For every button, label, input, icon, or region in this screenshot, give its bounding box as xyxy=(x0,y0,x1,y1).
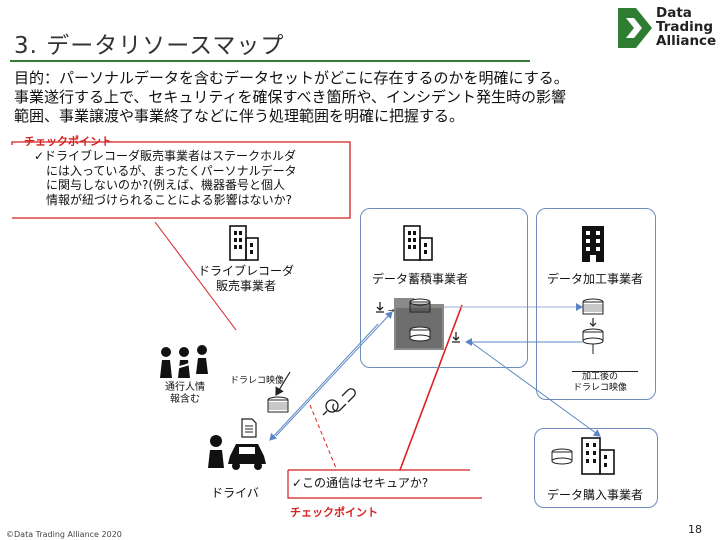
storage-folder-icon: → xyxy=(376,298,460,350)
search-link-icon xyxy=(322,388,356,416)
checkpoint-top-line-3: に関与しないのか?(例えば、機器番号と個人 xyxy=(46,178,286,192)
logo-line-2: Trading xyxy=(656,19,714,35)
checkpoint-top-line-1: ✓ドライブレコーダ販売事業者はステークホルダ xyxy=(34,149,297,163)
checkpoint-top-label: チェックポイント xyxy=(24,135,112,148)
pedestrian-label: 通行人情 報含む xyxy=(160,382,210,406)
purpose-text: 目的：パーソナルデータを含むデータセットがどこに存在するのかを明確にする。 事業… xyxy=(14,69,704,126)
processed-video-line-2: ドラレコ映像 xyxy=(572,383,627,393)
checkpoint-bottom-leader xyxy=(309,404,337,469)
driver-car-icon xyxy=(208,435,266,470)
buyer-label: データ購入事業者 xyxy=(546,488,643,502)
processed-video-rule xyxy=(572,371,638,372)
logo-line-3: Alliance xyxy=(656,33,717,49)
vendor-label-line-1: ドライブレコーダ xyxy=(197,264,294,278)
checkpoint-top-frame xyxy=(11,141,351,219)
storage-business-box xyxy=(360,208,528,368)
processed-video-label: 加工後の ドラレコ映像 xyxy=(560,372,640,394)
svg-text:→: → xyxy=(388,306,395,315)
purpose-line-3: 範囲、事業譲渡や事業終了などに伴う処理範囲を明確に把握する。 xyxy=(14,107,465,125)
vendor-building-icon xyxy=(229,225,259,261)
recorder-video-label: ドラレコ映像 xyxy=(229,376,284,386)
checkpoint-top-leader xyxy=(154,221,237,331)
pedestrians-icon xyxy=(160,345,208,378)
checkpoint-bottom-frame xyxy=(287,470,482,499)
checkpoint-bottom-text: ✓この通信はセキュアか? xyxy=(292,476,429,490)
purpose-line-2: 事業遂行する上で、セキュリティを確保すべき箇所や、インシデント発生時の影響 xyxy=(14,88,567,106)
checkpoint-diagonal xyxy=(399,304,463,471)
pedestrian-label-line-2: 報含む xyxy=(170,394,200,405)
dta-logo-icon xyxy=(618,8,652,48)
logo-line-1: Data xyxy=(656,5,692,21)
checkpoint-top-line-2: には入っているが、まったくパーソナルデータ xyxy=(46,163,297,178)
storage-building-icon xyxy=(403,225,433,261)
processor-database-icon xyxy=(582,298,604,354)
arrow-storage-to-buyer xyxy=(467,339,601,437)
driver-label: ドライバ xyxy=(211,486,259,500)
dta-logo-text: Data Trading Alliance xyxy=(656,6,716,48)
page-number: 18 xyxy=(688,523,702,536)
checkpoint-top-text: ✓ドライブレコーダ販売事業者はステークホルダ には入っているが、まったくパーソナ… xyxy=(34,149,354,207)
checkpoint-top-line-4: 情報が紐づけられることによる影響はないか? xyxy=(46,192,293,207)
processor-building-icon xyxy=(582,226,604,262)
copyright: ©Data Trading Alliance 2020 xyxy=(6,530,122,539)
buyer-business-box xyxy=(534,428,658,508)
checkpoint-bottom-label: チェックポイント xyxy=(290,506,378,519)
purpose-line-1: 目的：パーソナルデータを含むデータセットがどこに存在するのかを明確にする。 xyxy=(14,69,569,87)
storage-label: データ蓄積事業者 xyxy=(371,272,468,286)
buyer-building-icon xyxy=(551,437,615,475)
processor-business-box xyxy=(536,208,656,400)
vendor-label-line-2: 販売事業者 xyxy=(215,279,276,293)
recorder-video-db-icon xyxy=(267,396,289,413)
document-icon xyxy=(241,418,257,438)
processor-label: データ加工事業者 xyxy=(546,272,643,286)
page-title: 3. データリソースマップ xyxy=(14,33,285,59)
vendor-label: ドライブレコーダ 販売事業者 xyxy=(186,264,306,294)
video-label-pointer xyxy=(275,371,291,397)
pedestrian-label-line-1: 通行人情 xyxy=(165,382,205,393)
title-underline xyxy=(10,60,530,62)
processed-video-line-1: 加工後の xyxy=(581,372,618,382)
arrow-driver-to-storage xyxy=(275,311,393,437)
